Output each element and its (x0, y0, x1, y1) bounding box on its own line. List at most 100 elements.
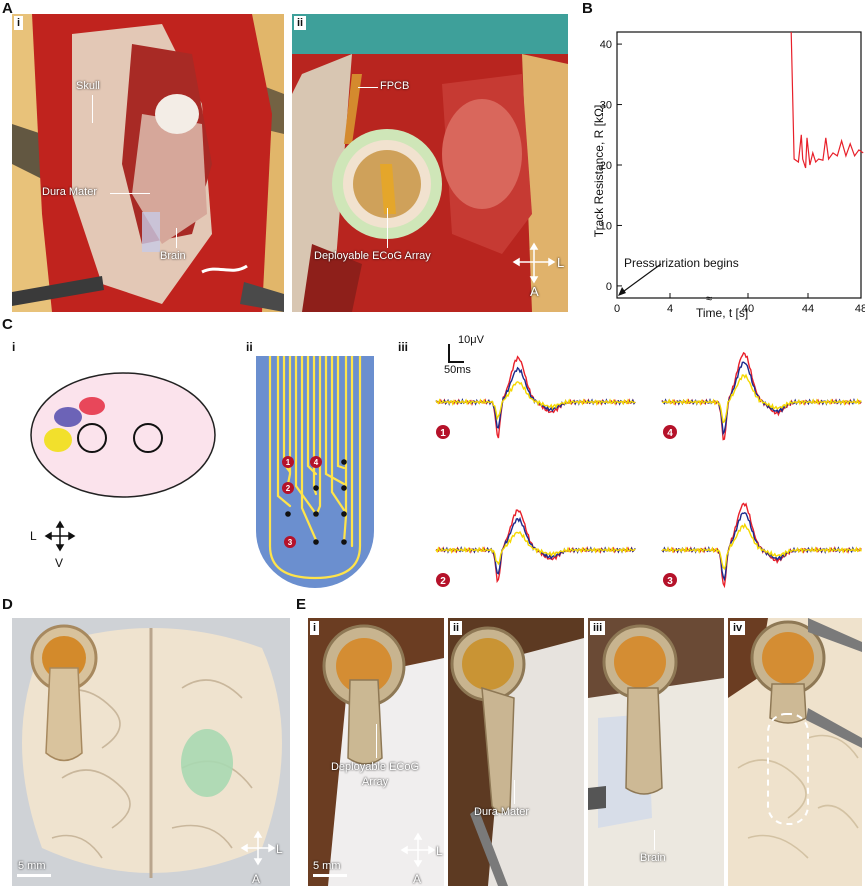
trace-3-yellow (435, 530, 636, 566)
trace-1-blue (435, 366, 636, 429)
chart-b-axis-break: ≈ (706, 293, 712, 305)
surgical-photo-a-i (12, 14, 284, 312)
chart-b-resistance-line (790, 31, 864, 169)
chart-b-ytick-label-1: 10 (600, 220, 612, 232)
label-brain: Brain (160, 250, 186, 262)
panel-letter-c: C (2, 316, 13, 333)
chart-b-axes: 0 10 20 30 40 0 4 40 44 48 ≈ (600, 31, 865, 315)
dissection-photo-e-iii (588, 618, 724, 886)
compass-e-a: A (413, 872, 422, 886)
pointer-dura-mater-e (514, 780, 515, 804)
scale-bar-d (17, 874, 51, 877)
compass-d (240, 830, 276, 866)
trace-label-4: 4 (667, 428, 673, 439)
photo-e-iii (588, 618, 724, 886)
chart-b-ytick-label-4: 40 (600, 39, 612, 51)
pointer-deployable-array-e (376, 724, 377, 758)
subpanel-tag-a-ii: ii (294, 16, 307, 30)
dissection-photo-e-ii (448, 618, 584, 886)
trace-2-blue (661, 361, 862, 436)
trace-4-yellow (661, 522, 862, 571)
chart-b-ytick-label-2: 20 (600, 160, 612, 172)
chart-b-ytick-label-3: 30 (600, 100, 612, 112)
subpanel-tag-c-iii: iii (398, 340, 409, 354)
chart-b-annotation-arrow (619, 263, 662, 295)
compass-d-a: A (252, 872, 261, 886)
subpanel-tag-c-ii: ii (246, 340, 253, 354)
subpanel-tag-e-iii: iii (590, 621, 606, 635)
chart-b-ylabel: Track Resistance, R [kΩ] (592, 104, 606, 238)
panel-letter-b: B (582, 0, 593, 17)
dissection-photo-e-iv (728, 618, 862, 886)
subpanel-tag-e-iv: iv (730, 621, 746, 635)
trace-marker-3 (663, 573, 677, 587)
chart-b-xtick-label-3: 44 (802, 303, 814, 315)
subpanel-tag-e-i: i (310, 621, 320, 635)
compass-e (400, 832, 436, 868)
chart-b-xtick-label-4: 48 (855, 303, 865, 315)
ecog-traces: 1 4 2 3 (435, 351, 862, 589)
trace-marker-4 (663, 425, 677, 439)
chart-b-xtick-label-2: 40 (742, 303, 754, 315)
compass-c-i-v: V (55, 556, 64, 570)
photo-e-ii (448, 618, 584, 886)
photo-a-i (12, 14, 284, 312)
trace-3-blue (435, 516, 636, 575)
compass-a-ii-a: A (530, 284, 539, 299)
label-brain-e: Brain (640, 852, 666, 864)
trace-3-red (435, 509, 636, 584)
trace-2-red (661, 351, 862, 441)
trace-1-red (435, 355, 636, 439)
compass-c-i (44, 520, 76, 552)
compass-e-l: L (436, 844, 443, 858)
brain-photo-d (12, 618, 290, 886)
scale-bar-e (313, 874, 347, 877)
subpanel-tag-e-ii: ii (450, 621, 463, 635)
trace-label-2: 2 (440, 576, 446, 587)
panel-letter-d: D (2, 596, 13, 613)
photo-e-iv (728, 618, 862, 886)
panel-letter-a: A (2, 0, 13, 17)
trace-label-3: 3 (667, 576, 673, 587)
chart-b-arrowhead (618, 287, 626, 296)
scale-time: 50ms (444, 364, 471, 376)
array-marker-1: 1 (286, 458, 291, 467)
array-marker-4: 4 (314, 458, 319, 467)
scale-label-d: 5 mm (18, 860, 46, 872)
pointer-brain (176, 228, 177, 248)
compass-a-ii (512, 242, 556, 284)
compass-c-i-l: L (30, 529, 37, 543)
pointer-skull (92, 95, 93, 123)
chart-b-series (790, 31, 864, 169)
photo-d (12, 618, 290, 886)
scale-voltage: 10μV (458, 334, 484, 346)
pointer-fpcb (358, 87, 378, 88)
panel-letter-e: E (296, 596, 307, 613)
chart-b-xtick-label-0: 0 (614, 303, 620, 315)
pointer-deployable-array-a (387, 208, 388, 248)
label-skull: Skull (76, 80, 100, 92)
label-deployable-array-e: Deployable ECoG Array (330, 761, 420, 788)
label-dura-mater-e: Dura Mater (474, 806, 530, 818)
chart-b-xtick-label-1: 4 (667, 303, 673, 315)
electrode-array-c-ii: 1 4 2 3 (256, 356, 374, 588)
brain-schematic-c-i (30, 372, 216, 498)
scale-bar-c-iii (448, 344, 464, 363)
chart-b-ytick-label-0: 0 (606, 281, 612, 293)
scale-label-e: 5 mm (313, 860, 341, 872)
chart-b-ylabel-wrap: Track Resistance, R [kΩ] (590, 60, 610, 290)
chart-b-annotation: Pressurization begins (624, 256, 739, 270)
trace-2-yellow (661, 373, 862, 424)
trace-4-blue (661, 512, 862, 582)
trace-marker-2 (436, 573, 450, 587)
label-fpcb: FPCB (380, 80, 410, 92)
array-marker-3: 3 (288, 538, 293, 547)
trace-label-1: 1 (440, 428, 446, 439)
chart-b: 0 10 20 30 40 0 4 40 44 48 ≈ (600, 31, 865, 315)
trace-4-red (661, 502, 862, 589)
subpanel-tag-c-i: i (12, 340, 16, 354)
compass-d-l: L (276, 842, 283, 856)
label-deployable-array-a: Deployable ECoG Array (314, 250, 431, 262)
label-dura-mater: Dura Mater (42, 186, 98, 198)
pointer-dura-mater (110, 193, 150, 194)
